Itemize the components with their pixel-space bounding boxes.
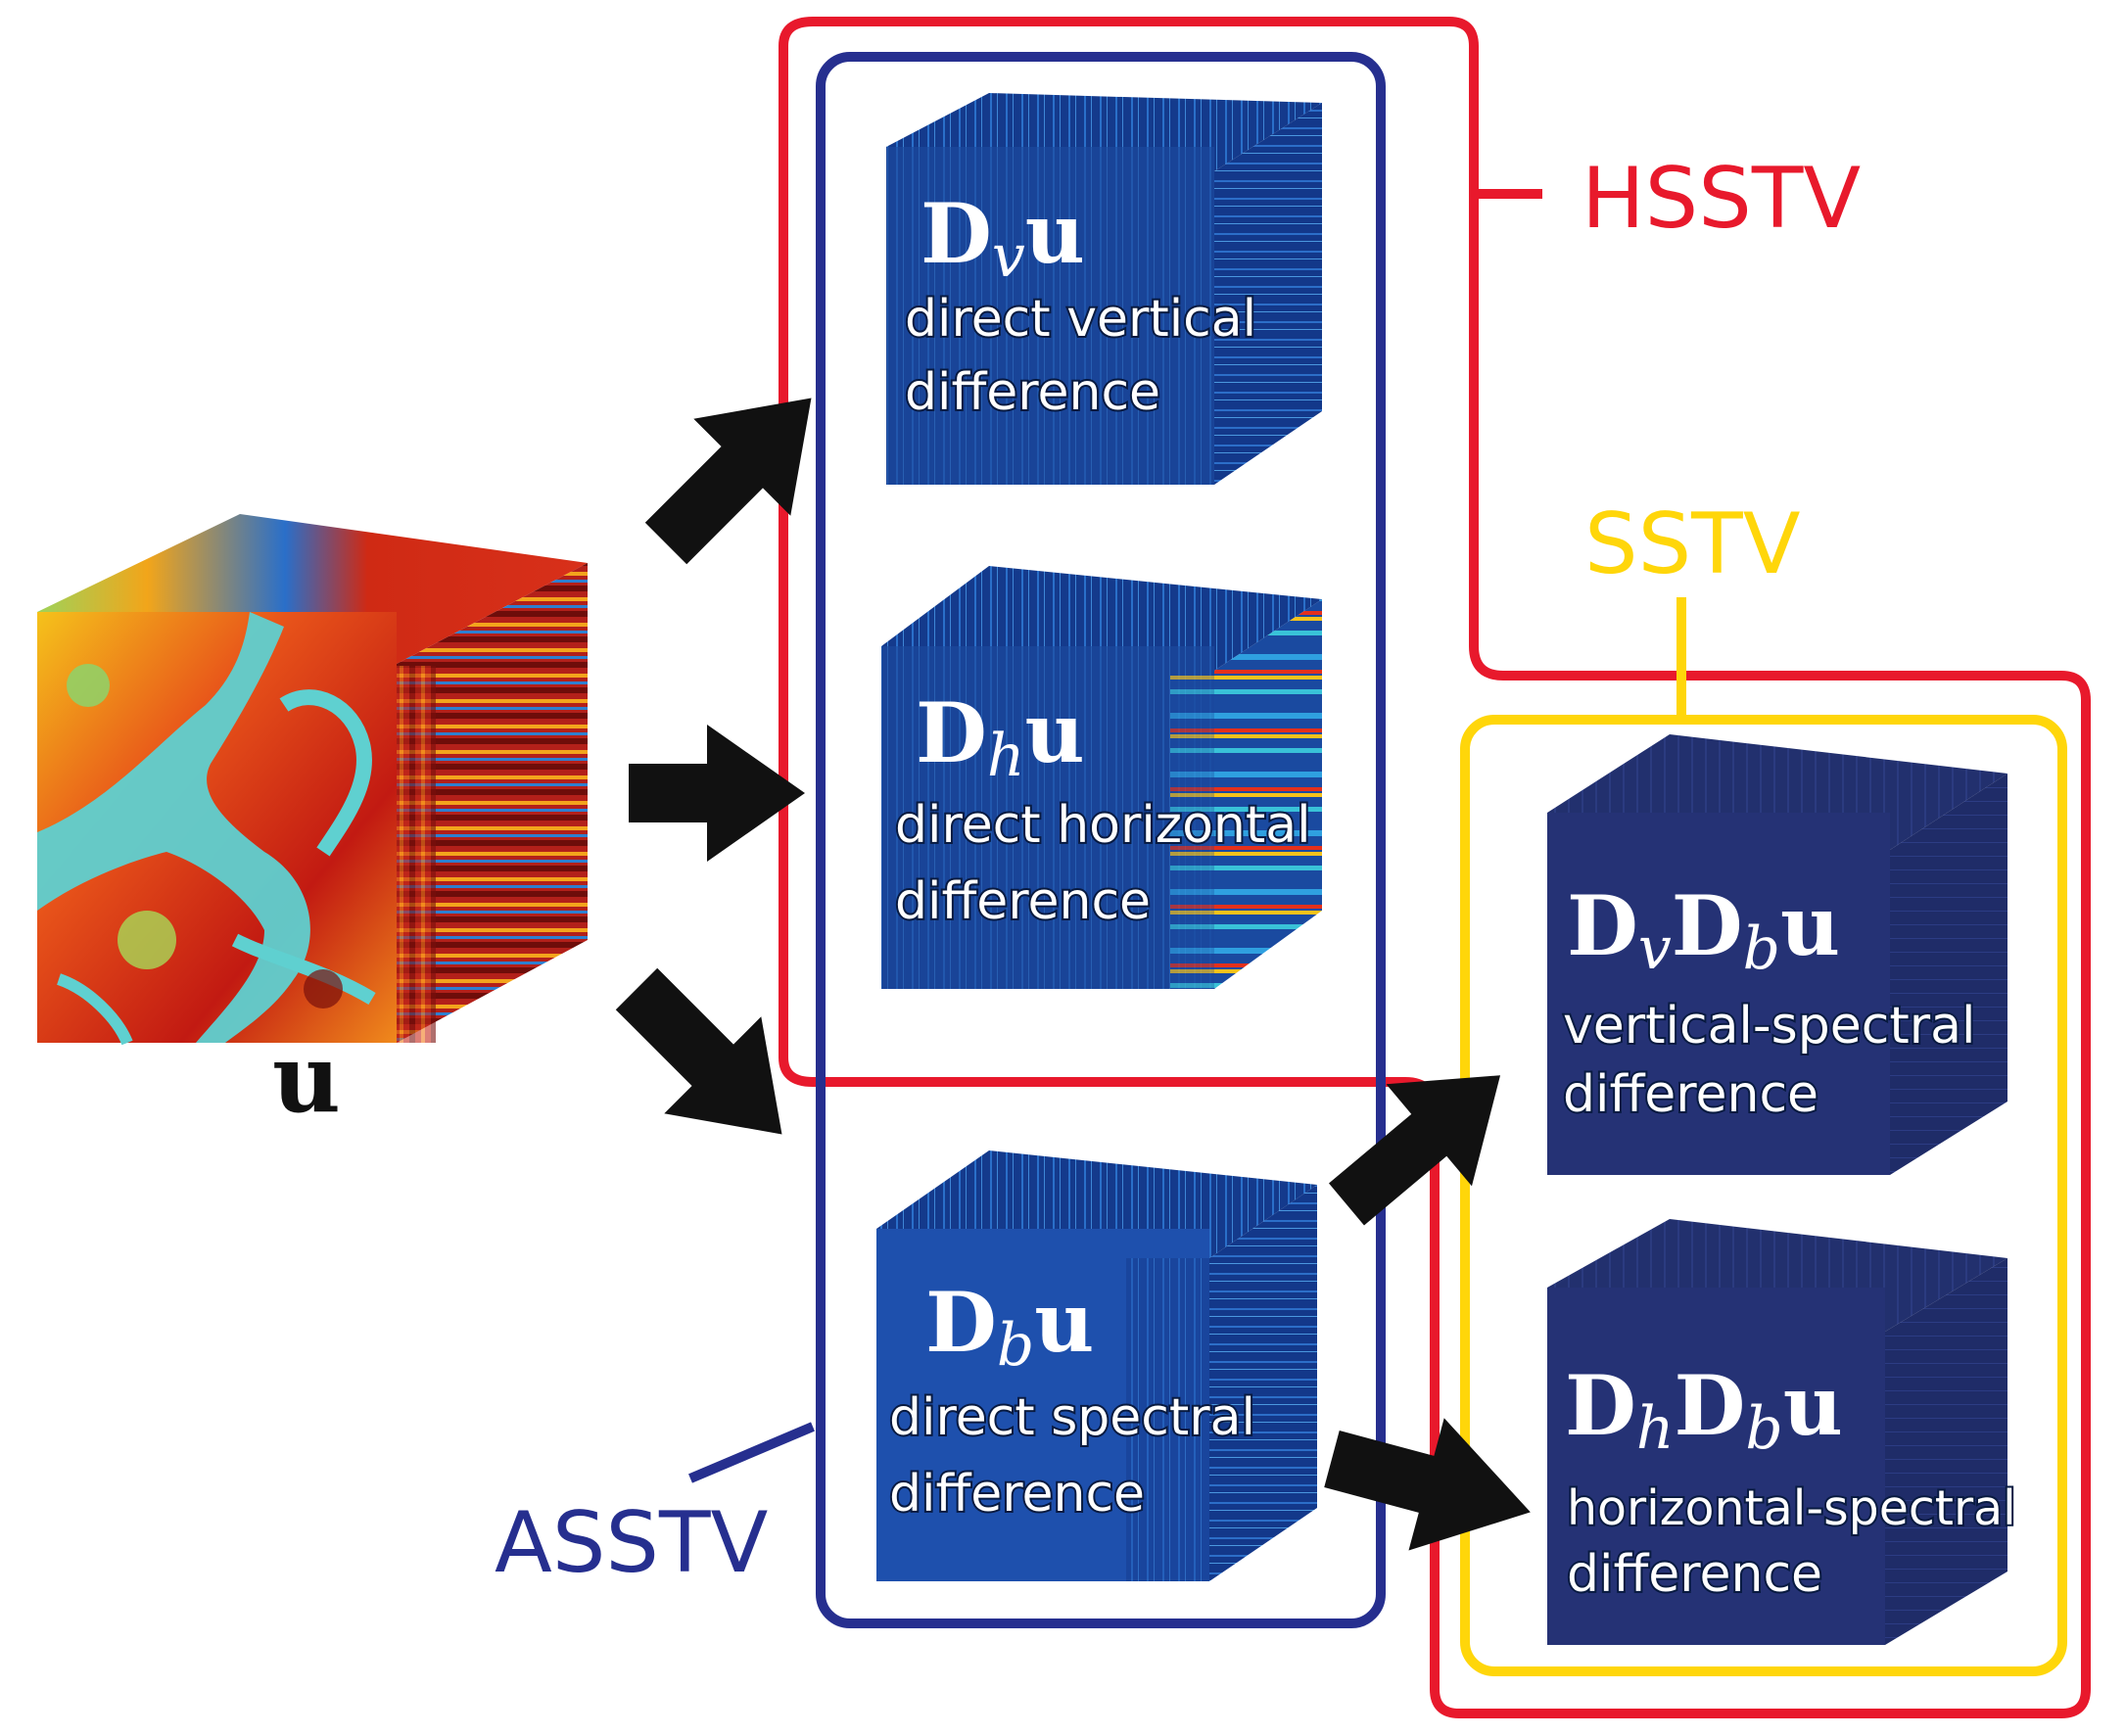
arrow-u-to-dv — [644, 398, 812, 565]
cube-dv-caption-line1: direct vertical — [905, 290, 1256, 349]
cube-dhdb-caption-line1: horizontal-spectral — [1567, 1480, 2016, 1536]
input-cube — [37, 514, 588, 1046]
cube-dhdb-side — [1885, 1258, 2007, 1645]
cube-db-caption-line1: direct spectral — [889, 1388, 1255, 1447]
cube-dh: Dhu direct horizontal difference — [881, 566, 1322, 989]
sstv-label: SSTV — [1584, 495, 1801, 593]
cube-dvdb-side — [1890, 774, 2007, 1175]
cube-dh-operator-label: Dhu — [916, 684, 1085, 790]
arrow-db-to-dvdb — [1329, 1075, 1501, 1226]
arrow-db-to-dhdb — [1324, 1418, 1531, 1551]
hsstv-label: HSSTV — [1582, 150, 1861, 248]
asstv-connector — [688, 1422, 815, 1483]
cube-db-caption-line2: difference — [889, 1465, 1145, 1524]
cube-dvdb-operator-label: DvDbu — [1567, 877, 1840, 983]
arrow-u-to-db — [615, 967, 782, 1135]
cube-dh-caption-line1: direct horizontal — [895, 796, 1311, 855]
input-cube-side — [397, 563, 588, 1043]
cube-dhdb-front — [1547, 1288, 1885, 1645]
arrow-u-to-dh-shape — [629, 725, 805, 862]
arrow-u-to-dh — [629, 725, 805, 862]
cube-dh-caption-line2: difference — [895, 872, 1151, 931]
cube-db-side — [1209, 1185, 1317, 1581]
cube-dhdb-top — [1547, 1219, 2007, 1332]
cube-db-operator-label: Dbu — [925, 1274, 1094, 1380]
hsstv-frame — [779, 17, 2091, 1718]
cube-dv-side — [1214, 103, 1322, 485]
cube-dhdb: DhDbu horizontal-spectral difference — [1547, 1219, 2018, 1645]
arrow-u-to-db-shape — [615, 967, 782, 1135]
cube-dvdb-caption-line1: vertical-spectral — [1563, 997, 1975, 1056]
cube-dv: Dvu direct vertical difference — [886, 93, 1322, 485]
arrow-u-to-dv-shape — [644, 398, 812, 565]
arrow-db-to-dvdb-shape — [1329, 1075, 1501, 1226]
asstv-frame — [816, 52, 1386, 1628]
asstv-label: ASSTV — [495, 1494, 769, 1592]
input-label: u — [272, 1023, 341, 1134]
cube-dhdb-operator-label: DhDbu — [1565, 1357, 1843, 1463]
cube-db: Dbu direct spectral difference — [876, 1150, 1317, 1581]
cube-dvdb-front — [1547, 813, 1890, 1175]
cube-dv-caption-line2: difference — [905, 363, 1160, 422]
cube-dh-top — [881, 566, 1322, 671]
cube-dhdb-caption-line2: difference — [1567, 1545, 1822, 1604]
cube-dh-side — [1214, 599, 1322, 989]
cube-dvdb: DvDbu vertical-spectral difference — [1547, 734, 2007, 1175]
input-cube-river — [37, 612, 310, 1043]
cube-dv-operator-label: Dvu — [921, 185, 1085, 291]
arrow-db-to-dhdb-shape — [1324, 1418, 1531, 1551]
cube-dvdb-caption-line2: difference — [1563, 1065, 1818, 1124]
sstv-frame — [1460, 715, 2067, 1676]
